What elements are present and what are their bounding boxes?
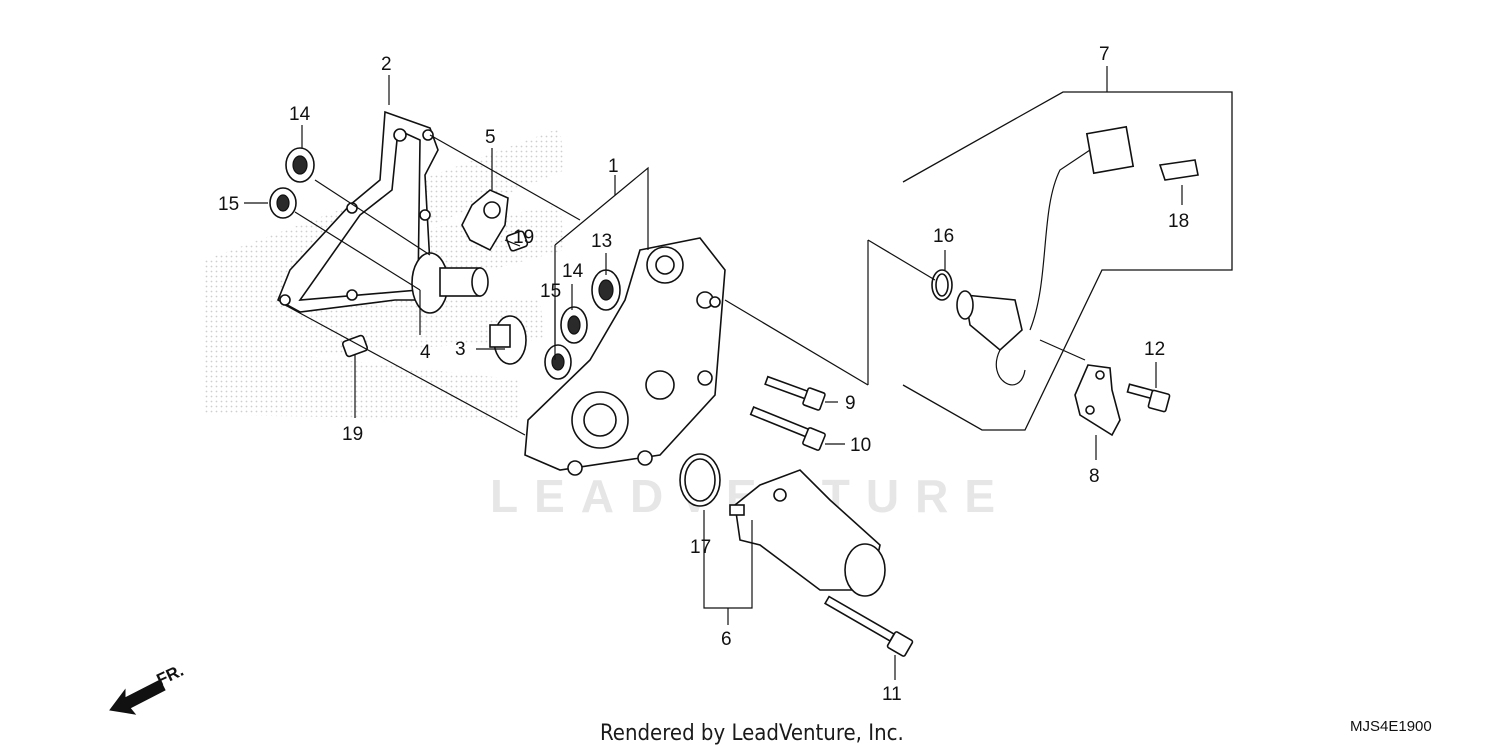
bolt-part-9: [764, 375, 826, 411]
callout-14-left: 14: [289, 104, 311, 125]
callout-15-right: 15: [540, 281, 561, 302]
callout-3: 3: [455, 339, 466, 360]
callout-7: 7: [1099, 44, 1110, 65]
bolt-part-11: [823, 595, 914, 657]
callout-6: 6: [721, 629, 732, 650]
rendered-by-credit: Rendered by LeadVenture, Inc.: [600, 721, 904, 746]
callout-labels: 1 2 3 4 5 6 7 8 9 10 11 12 13 14 14 15 1…: [218, 44, 1189, 705]
dowel-pin-upper: [505, 230, 529, 252]
callout-16: 16: [933, 226, 954, 247]
dowel-pin-lower: [341, 334, 369, 358]
gear-part-4: [411, 252, 489, 314]
housing-cover-part: [524, 237, 726, 476]
callout-8: 8: [1089, 466, 1100, 487]
bearing-right-14: [560, 306, 588, 344]
callout-17: 17: [690, 537, 711, 558]
callout-19-upper: 19: [513, 227, 534, 248]
bearing-left-14: [285, 147, 315, 183]
bearing-left-15: [269, 187, 297, 219]
callout-1: 1: [608, 156, 619, 177]
front-direction-indicator: FR.: [109, 661, 187, 715]
leader-lines: [244, 66, 1183, 680]
callout-10: 10: [850, 435, 871, 456]
o-ring-17: [679, 453, 721, 507]
callout-19-lower: 19: [342, 424, 363, 445]
callout-2: 2: [381, 54, 392, 75]
callout-13: 13: [591, 231, 612, 252]
diagram-code: MJS4E1900: [1350, 718, 1432, 735]
callout-5: 5: [485, 127, 496, 148]
shift-motor-part: [729, 469, 886, 597]
wire-clip-18: [1158, 159, 1199, 181]
callout-12: 12: [1144, 339, 1165, 360]
gasket-part: [276, 110, 439, 313]
bolt-part-12: [1126, 383, 1171, 413]
callout-9: 9: [845, 393, 856, 414]
callout-11: 11: [882, 684, 902, 705]
callout-15-left: 15: [218, 194, 239, 215]
bearing-right-13: [591, 269, 621, 311]
callout-14-right: 14: [562, 261, 584, 282]
o-ring-16: [931, 269, 953, 301]
bolt-part-10: [749, 406, 826, 451]
front-arrow-icon: [109, 679, 166, 715]
sensor-assembly-frame: [902, 91, 1233, 431]
callout-4: 4: [420, 342, 431, 363]
bracket-part-8: [1074, 364, 1121, 437]
shift-arm-part: [461, 189, 509, 252]
position-sensor-part: [956, 125, 1135, 386]
gear-part-3: [489, 315, 527, 365]
callout-18: 18: [1168, 211, 1189, 232]
bearing-right-15: [544, 344, 572, 380]
